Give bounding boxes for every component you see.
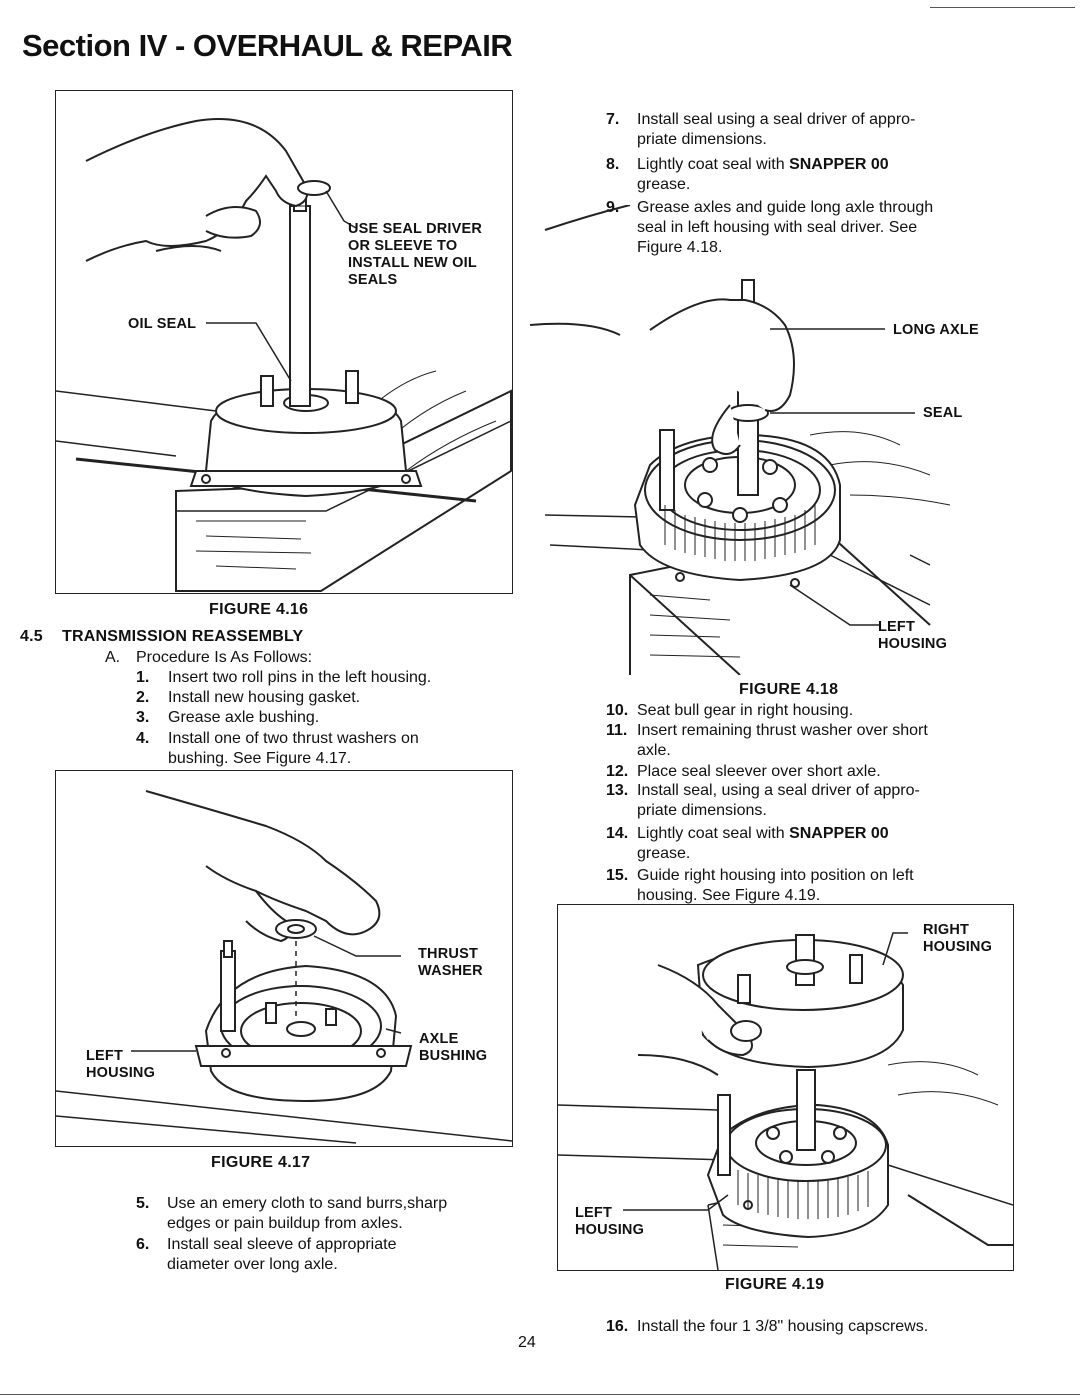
step-8: 8. Lightly coat seal with SNAPPER 00 gre…: [606, 155, 1006, 195]
step-number: 7.: [606, 111, 620, 128]
figure-4-17: THRUST WASHER AXLE BUSHING LEFT HOUSING: [55, 770, 513, 1147]
product-name: SNAPPER 00: [789, 156, 889, 173]
step-11: 11. Insert remaining thrust washer over …: [606, 721, 1006, 761]
callout-seal: SEAL: [923, 405, 963, 421]
step-number: 10.: [606, 702, 629, 719]
callout-use-seal-driver: USE SEAL DRIVER OR SLEEVE TO INSTALL NEW…: [348, 221, 483, 288]
sub-text: Procedure Is As Follows:: [136, 649, 313, 666]
step-number: 8.: [606, 156, 620, 173]
step-14: 14. Lightly coat seal with SNAPPER 00 gr…: [606, 824, 1006, 864]
step-number: 4.: [136, 730, 150, 747]
step-number: 3.: [136, 709, 150, 726]
step-number: 2.: [136, 689, 150, 706]
figure-4-19-illustration: [558, 932, 1013, 1270]
callout-left-housing: LEFT HOUSING: [575, 1205, 645, 1238]
figure-4-16: USE SEAL DRIVER OR SLEEVE TO INSTALL NEW…: [55, 90, 513, 594]
figure-4-16-caption: FIGURE 4.16: [209, 601, 309, 618]
top-rule: [930, 7, 1075, 8]
step-text-cont: bushing. See Figure 4.17.: [168, 750, 352, 767]
step-text-cont: housing. See Figure 4.19.: [637, 887, 821, 904]
callout-axle-bushing: AXLE BUSHING: [419, 1031, 488, 1064]
step-text-cont: seal in left housing with seal driver. S…: [637, 219, 918, 236]
page-title: Section IV - OVERHAUL & REPAIR: [22, 28, 513, 63]
callout-long-axle: LONG AXLE: [893, 322, 979, 338]
step-number: 15.: [606, 867, 629, 884]
step-text: Install seal, using a seal driver of app…: [637, 782, 920, 799]
step-text: Lightly coat seal with SNAPPER 00: [637, 824, 889, 844]
step-number: 16.: [606, 1318, 629, 1335]
step-text: Guide right housing into position on lef…: [637, 867, 914, 884]
step-text: Lightly coat seal with SNAPPER 00: [637, 155, 889, 175]
step-number: 12.: [606, 763, 629, 780]
callout-thrust-washer: THRUST WASHER: [418, 946, 483, 979]
bottom-rule: [0, 1394, 1080, 1395]
step-text-cont: priate dimensions.: [637, 802, 767, 819]
step-text: Install seal using a seal driver of appr…: [637, 111, 916, 128]
callout-right-housing: RIGHT HOUSING: [923, 922, 993, 955]
step-number: 14.: [606, 825, 629, 842]
step-text-cont: priate dimensions.: [637, 131, 767, 148]
step-6: 6. Install seal sleeve of appropriate di…: [136, 1235, 516, 1275]
figure-4-17-caption: FIGURE 4.17: [211, 1154, 311, 1171]
step-text-plain: Lightly coat seal with: [637, 825, 790, 842]
step-15: 15. Guide right housing into position on…: [606, 866, 1006, 906]
step-text-cont: edges or pain buildup from axles.: [167, 1215, 403, 1232]
callout-left-housing: LEFT HOUSING: [86, 1048, 156, 1081]
figure-4-17-illustration: [56, 790, 512, 1144]
figure-4-19: RIGHT HOUSING LEFT HOUSING: [557, 904, 1014, 1271]
step-text: Install seal sleeve of appropriate: [167, 1236, 397, 1253]
step-text: Place seal sleever over short axle.: [637, 763, 881, 780]
step-5: 5. Use an emery cloth to sand burrs,shar…: [136, 1194, 516, 1234]
figure-4-16-illustration: [56, 118, 512, 592]
step-number: 11.: [606, 722, 628, 739]
step-text: Install new housing gasket.: [168, 689, 361, 706]
step-9: 9. Grease axles and guide long axle thro…: [606, 198, 1006, 258]
sub-letter: A.: [105, 649, 121, 666]
step-number: 1.: [136, 669, 150, 686]
section-heading: TRANSMISSION REASSEMBLY: [62, 628, 304, 645]
step-text: Install the four 1 3/8" housing capscrew…: [637, 1318, 929, 1335]
step-text: Install one of two thrust washers on: [168, 730, 419, 747]
step-text: Seat bull gear in right housing.: [637, 702, 854, 719]
step-text-plain: Lightly coat seal with: [637, 156, 790, 173]
step-number: 6.: [136, 1236, 150, 1253]
step-text: Use an emery cloth to sand burrs,sharp: [167, 1195, 448, 1212]
product-name: SNAPPER 00: [789, 825, 889, 842]
step-text: Insert remaining thrust washer over shor…: [637, 722, 928, 739]
section-number: 4.5: [20, 628, 43, 645]
step-text-cont: axle.: [637, 742, 671, 759]
step-number: 13.: [606, 782, 629, 799]
step-4: 4. Install one of two thrust washers on …: [136, 729, 516, 769]
step-number: 9.: [606, 199, 620, 216]
figure-4-19-caption: FIGURE 4.19: [725, 1276, 825, 1293]
step-text: Grease axle bushing.: [168, 709, 320, 726]
step-text-cont: diameter over long axle.: [167, 1256, 338, 1273]
step-text-cont: grease.: [637, 845, 691, 862]
page-number: 24: [518, 1334, 536, 1351]
step-13: 13. Install seal, using a seal driver of…: [606, 781, 1006, 821]
callout-oil-seal: OIL SEAL: [128, 316, 197, 332]
figure-4-18-illustration: [530, 205, 951, 675]
step-text-cont: Figure 4.18.: [637, 239, 723, 256]
figure-4-18: LONG AXLE SEAL LEFT HOUSING: [530, 205, 1000, 675]
step-text: Insert two roll pins in the left housing…: [168, 669, 432, 686]
step-number: 5.: [136, 1195, 150, 1212]
step-text: Grease axles and guide long axle through: [637, 199, 934, 216]
figure-4-18-caption: FIGURE 4.18: [739, 681, 839, 698]
step-7: 7. Install seal using a seal driver of a…: [606, 110, 1006, 150]
step-text-cont: grease.: [637, 176, 691, 193]
callout-left-housing: LEFT HOUSING: [878, 619, 948, 652]
